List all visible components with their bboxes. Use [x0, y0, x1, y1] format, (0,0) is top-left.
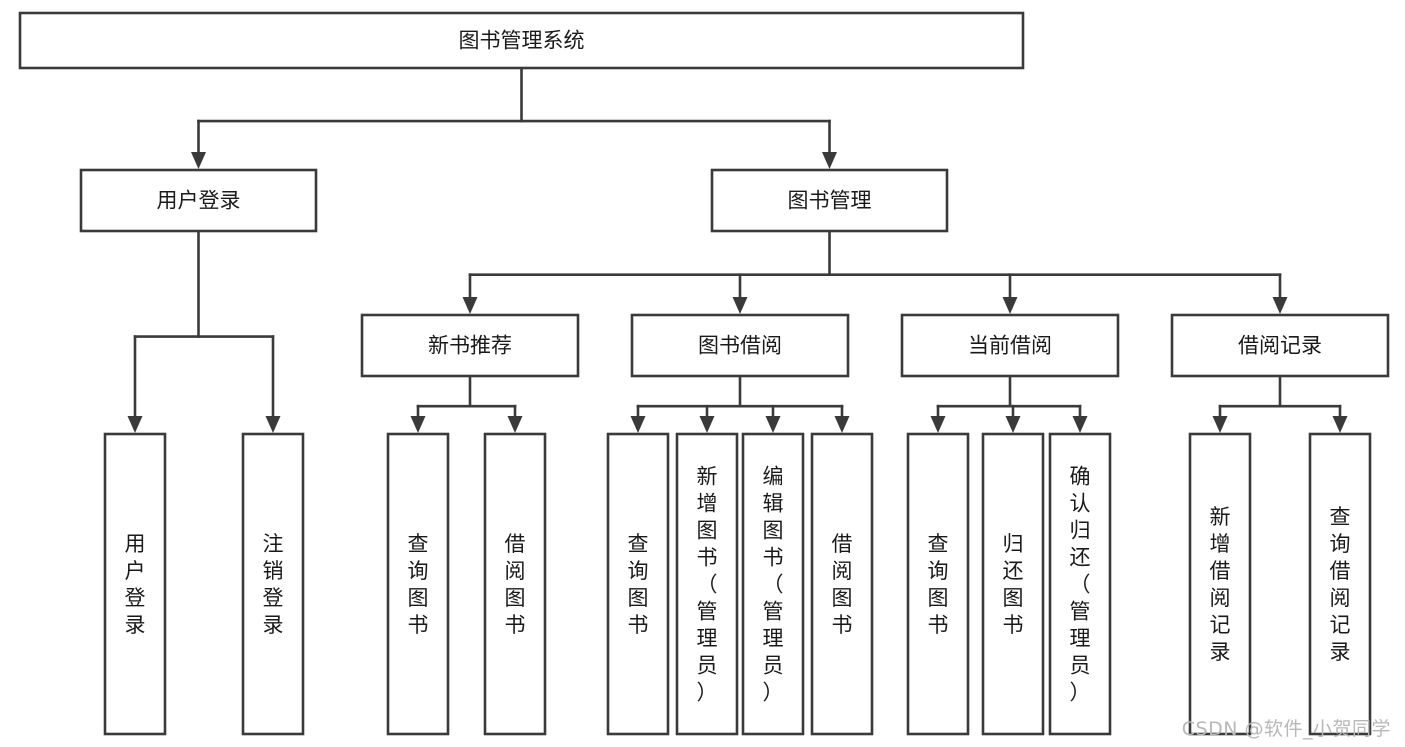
arrow-head-icon [630, 416, 646, 433]
node-book-manage[interactable]: 图书管理 [710, 168, 949, 233]
node-label-root: 图书管理系统 [459, 29, 585, 53]
node-box-leaf-query-record [1308, 432, 1372, 736]
node-book-borrow[interactable]: 图书借阅 [630, 313, 850, 378]
node-new-book-rec[interactable]: 新书推荐 [360, 313, 580, 378]
node-label-leaf-confirm-return: 确认归还（管理员） [1070, 465, 1091, 705]
connector-group-borrow-record [1212, 374, 1348, 433]
node-leaf-query-book-borrow[interactable]: 查询图书 [606, 432, 670, 736]
connector-group-book-borrow [630, 374, 850, 433]
arrow-head-icon [699, 416, 715, 433]
connector-group-new-book-rec [410, 374, 523, 433]
node-box-book-borrow [630, 313, 850, 378]
node-leaf-edit-book[interactable]: 编辑图书（管理员） [741, 432, 805, 736]
node-label-leaf-query-book-borrow: 查询图书 [628, 532, 649, 637]
node-box-new-book-rec [360, 313, 580, 378]
node-box-user-login [79, 168, 318, 233]
node-label-leaf-borrow-book-rec: 借阅图书 [505, 532, 526, 637]
node-label-leaf-query-book-cur: 查询图书 [928, 532, 949, 637]
node-current-borrow[interactable]: 当前借阅 [900, 313, 1120, 378]
node-label-leaf-query-book-rec: 查询图书 [408, 532, 429, 637]
node-box-leaf-borrow-book-rec [483, 432, 547, 736]
node-box-leaf-borrow-book [810, 432, 874, 736]
arrow-head-icon [1072, 416, 1088, 433]
arrow-head-icon [732, 297, 748, 314]
arrow-head-icon [1005, 416, 1021, 433]
arrow-head-icon [462, 297, 478, 314]
node-label-user-login: 用户登录 [157, 189, 241, 213]
node-box-leaf-user-logout [241, 432, 305, 736]
node-box-leaf-query-book-borrow [606, 432, 670, 736]
node-label-leaf-edit-book: 编辑图书（管理员） [763, 465, 784, 705]
node-box-leaf-add-book [675, 432, 739, 736]
node-leaf-query-book-rec[interactable]: 查询图书 [386, 432, 450, 736]
node-box-borrow-record [1170, 313, 1390, 378]
node-box-leaf-confirm-return [1048, 432, 1112, 736]
node-leaf-query-record[interactable]: 查询借阅记录 [1308, 432, 1372, 736]
arrow-head-icon [822, 152, 837, 169]
connector-group-current-borrow [930, 374, 1088, 433]
node-box-leaf-add-record [1188, 432, 1252, 736]
node-label-leaf-query-record: 查询借阅记录 [1330, 505, 1351, 664]
arrow-head-icon [834, 416, 850, 433]
node-borrow-record[interactable]: 借阅记录 [1170, 313, 1390, 378]
node-label-leaf-add-record: 新增借阅记录 [1210, 505, 1231, 664]
node-leaf-add-book[interactable]: 新增图书（管理员） [675, 432, 739, 736]
arrow-head-icon [1332, 416, 1348, 433]
node-box-book-manage [710, 168, 949, 233]
node-box-root [18, 11, 1025, 70]
node-label-borrow-record: 借阅记录 [1238, 334, 1322, 358]
node-label-book-borrow: 图书借阅 [698, 334, 782, 358]
arrow-head-icon [191, 152, 206, 169]
node-leaf-return-book[interactable]: 归还图书 [981, 432, 1045, 736]
arrow-head-icon [507, 416, 523, 433]
arrow-head-icon [410, 416, 426, 433]
node-label-leaf-user-logout: 注销登录 [263, 532, 284, 637]
node-leaf-user-logout[interactable]: 注销登录 [241, 432, 305, 736]
connector-group-book-manage [462, 229, 1288, 314]
node-label-leaf-add-book: 新增图书（管理员） [697, 465, 718, 705]
node-leaf-confirm-return[interactable]: 确认归还（管理员） [1048, 432, 1112, 736]
node-label-leaf-user-login: 用户登录 [125, 532, 146, 637]
node-leaf-query-book-cur[interactable]: 查询图书 [906, 432, 970, 736]
node-box-leaf-return-book [981, 432, 1045, 736]
arrow-head-icon [1272, 297, 1288, 314]
node-leaf-add-record[interactable]: 新增借阅记录 [1188, 432, 1252, 736]
arrow-head-icon [765, 416, 781, 433]
node-layer: 图书管理系统用户登录图书管理新书推荐图书借阅当前借阅借阅记录用户登录注销登录查询… [18, 11, 1390, 736]
node-box-leaf-query-book-rec [386, 432, 450, 736]
node-box-current-borrow [900, 313, 1120, 378]
node-box-leaf-user-login [103, 432, 167, 736]
node-root[interactable]: 图书管理系统 [18, 11, 1025, 70]
node-leaf-user-login[interactable]: 用户登录 [103, 432, 167, 736]
arrow-head-icon [1212, 416, 1228, 433]
arrow-head-icon [1002, 297, 1018, 314]
node-label-leaf-return-book: 归还图书 [1003, 532, 1024, 637]
node-label-book-manage: 图书管理 [788, 189, 872, 213]
node-label-current-borrow: 当前借阅 [968, 334, 1052, 358]
arrow-head-icon [265, 416, 281, 433]
connector-layer [127, 66, 1348, 433]
connector-group-user-login [127, 229, 281, 433]
node-user-login[interactable]: 用户登录 [79, 168, 318, 233]
node-label-new-book-rec: 新书推荐 [428, 334, 512, 358]
node-box-leaf-edit-book [741, 432, 805, 736]
connector-group-root [191, 66, 837, 169]
node-label-leaf-borrow-book: 借阅图书 [832, 532, 853, 637]
node-leaf-borrow-book-rec[interactable]: 借阅图书 [483, 432, 547, 736]
arrow-head-icon [127, 416, 143, 433]
node-box-leaf-query-book-cur [906, 432, 970, 736]
node-leaf-borrow-book[interactable]: 借阅图书 [810, 432, 874, 736]
arrow-head-icon [930, 416, 946, 433]
